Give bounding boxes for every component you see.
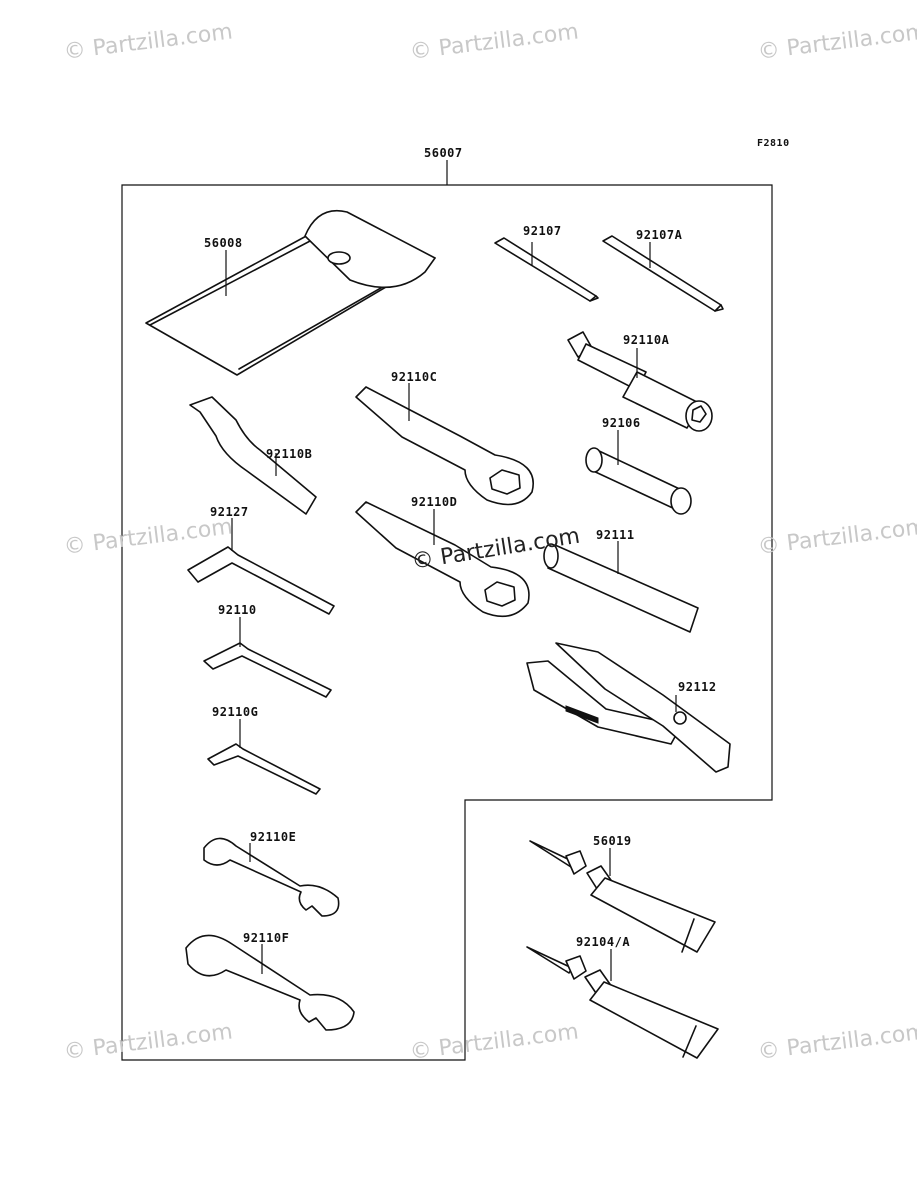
open-wrench-e-drawing [203,837,340,917]
label-92110d: 92110D [411,495,458,509]
ring-wrench-c-drawing [355,383,534,506]
bar-drawing [543,541,699,633]
hex-key-small-drawing [207,719,321,795]
box-spanner-drawing [567,331,713,432]
sealant-tube-drawing [526,946,719,1059]
label-92107: 92107 [523,224,562,238]
label-56019: 56019 [593,834,632,848]
label-92104a: 92104/A [576,935,631,949]
label-92107a: 92107A [636,228,683,242]
label-92110c: 92110C [391,370,438,384]
hook-wrench-drawing [189,396,317,515]
open-wrench-f-drawing [185,934,355,1031]
label-92110f: 92110F [243,931,290,945]
label-92110: 92110 [218,603,257,617]
label-92106: 92106 [602,416,641,430]
label-92112: 92112 [678,680,717,694]
pliers-drawing [526,642,731,773]
label-92110b: 92110B [266,447,313,461]
label-92110a: 92110A [623,333,670,347]
label-92111: 92111 [596,528,635,542]
label-92110g: 92110G [212,705,259,719]
screwdriver-bit-drawing [494,237,599,302]
label-56007: 56007 [424,146,463,160]
screwdriver-bit-a-drawing [602,235,724,312]
label-92127: 92127 [210,505,249,519]
assembly-frame [121,184,773,1061]
tool-pouch-drawing [145,210,436,376]
ring-wrench-d-drawing [355,501,530,618]
label-92110e: 92110E [250,830,297,844]
hex-key-medium-drawing [203,617,332,698]
socket-drawing [585,430,692,515]
grease-tube-drawing [529,840,716,953]
label-56008: 56008 [204,236,243,250]
figure-code: F2810 [757,138,790,149]
hex-key-large-drawing [187,518,335,615]
